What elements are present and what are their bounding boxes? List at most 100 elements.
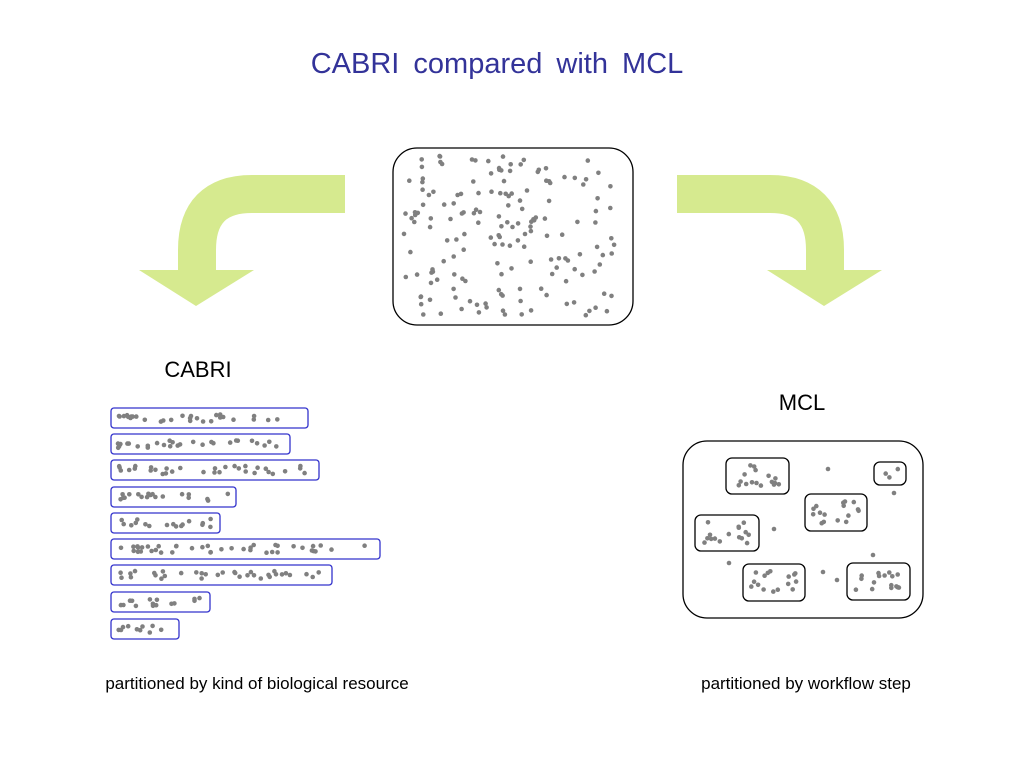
source-dot [611,242,617,248]
cabri-dot [266,572,271,578]
cabri-dot [194,416,200,421]
cabri-dot [158,550,164,555]
cabri-dot [208,419,214,424]
source-dot [528,228,534,234]
cabri-dot [241,546,246,552]
source-dot [517,286,523,292]
cabri-dot [121,521,126,527]
mcl-dot [726,531,732,537]
source-dot [473,158,478,163]
mcl-dot [889,585,894,591]
source-dot [577,252,583,257]
cabri-dot [243,463,248,469]
source-dot [594,244,600,250]
cabri-dot [118,468,124,473]
cabri-dot [120,495,126,501]
mcl-loose-dot [834,577,840,583]
cabri-dot [116,627,121,633]
source-dot [420,176,426,181]
source-dot [476,190,481,196]
cabri-dot [153,547,159,553]
cabri-dot [275,417,280,422]
mcl-dot [859,576,864,582]
mcl-dot [790,587,795,592]
mcl-dot [736,524,741,530]
cabri-dot [316,570,322,575]
cabri-dot [186,492,192,497]
source-dot [414,272,420,277]
source-dot [500,154,506,159]
mcl-loose-dot [825,466,831,472]
mcl-dot [712,536,718,541]
mcl-dot [707,532,713,538]
mcl-dot [842,499,848,504]
source-dot [421,312,426,317]
cabri-partition-5 [110,512,221,534]
mcl-cluster-box [742,563,806,602]
mcl-collection [682,440,924,619]
cabri-dot [118,545,124,551]
cabri-dot [217,415,223,420]
source-dot [431,189,436,195]
cabri-dot [132,568,138,574]
cabri-dot [187,418,193,424]
cabri-dot [148,465,154,470]
source-dot [593,220,598,225]
cabri-dot [128,574,134,580]
cabri-dot [189,545,195,551]
mcl-dot [751,464,757,469]
mcl-loose-dot [771,526,777,532]
mcl-dot [887,475,892,480]
mcl-loose-dot [870,552,876,558]
cabri-dot [186,495,191,501]
cabri-dot [304,571,309,577]
mcl-dot [895,466,901,472]
mcl-cluster-6 [846,562,911,601]
mcl-dot [869,586,875,592]
cabri-partition-4 [110,486,237,508]
mcl-caption: partitioned by workflow step [701,674,911,693]
cabri-dot [132,466,138,471]
source-dot [571,300,577,305]
source-dot [544,178,549,183]
source-dot [593,305,598,311]
mcl-dot [749,480,755,485]
source-dot [488,235,494,240]
cabri-dot [143,522,148,527]
source-dot [517,198,523,203]
cabri-dot [251,542,256,548]
cabri-dot [199,576,204,581]
source-dot [460,276,465,282]
cabri-dot [262,443,267,448]
cabri-dot [223,464,228,470]
source-dot [562,174,567,180]
cabri-dot [266,469,271,475]
source-dot [533,215,539,220]
mcl-dot [741,520,747,525]
source-dot [521,244,527,249]
cabri-dot [135,517,140,522]
source-dot [430,267,435,272]
source-dot [428,280,434,286]
source-dot [587,308,592,314]
cabri-dot [180,413,185,419]
source-dot [601,291,607,297]
mcl-loose-dot [891,490,897,496]
source-dot [419,164,425,170]
cabri-dot [159,576,164,581]
source-dot [448,216,453,222]
cabri-dot [232,569,237,575]
cabri-dot [126,467,132,473]
cabri-dot [131,548,136,554]
cabri-dot [127,492,132,497]
cabri-partition-1 [110,407,309,429]
source-dot [403,274,409,280]
mcl-dot [773,476,778,481]
mcl-cluster-2 [873,461,907,486]
mcl-dot [786,574,791,579]
source-dot [580,272,585,278]
cabri-dot [180,522,185,527]
cabri-dot [161,418,166,423]
cabri-dot [149,548,154,554]
cabri-dot [275,550,280,555]
